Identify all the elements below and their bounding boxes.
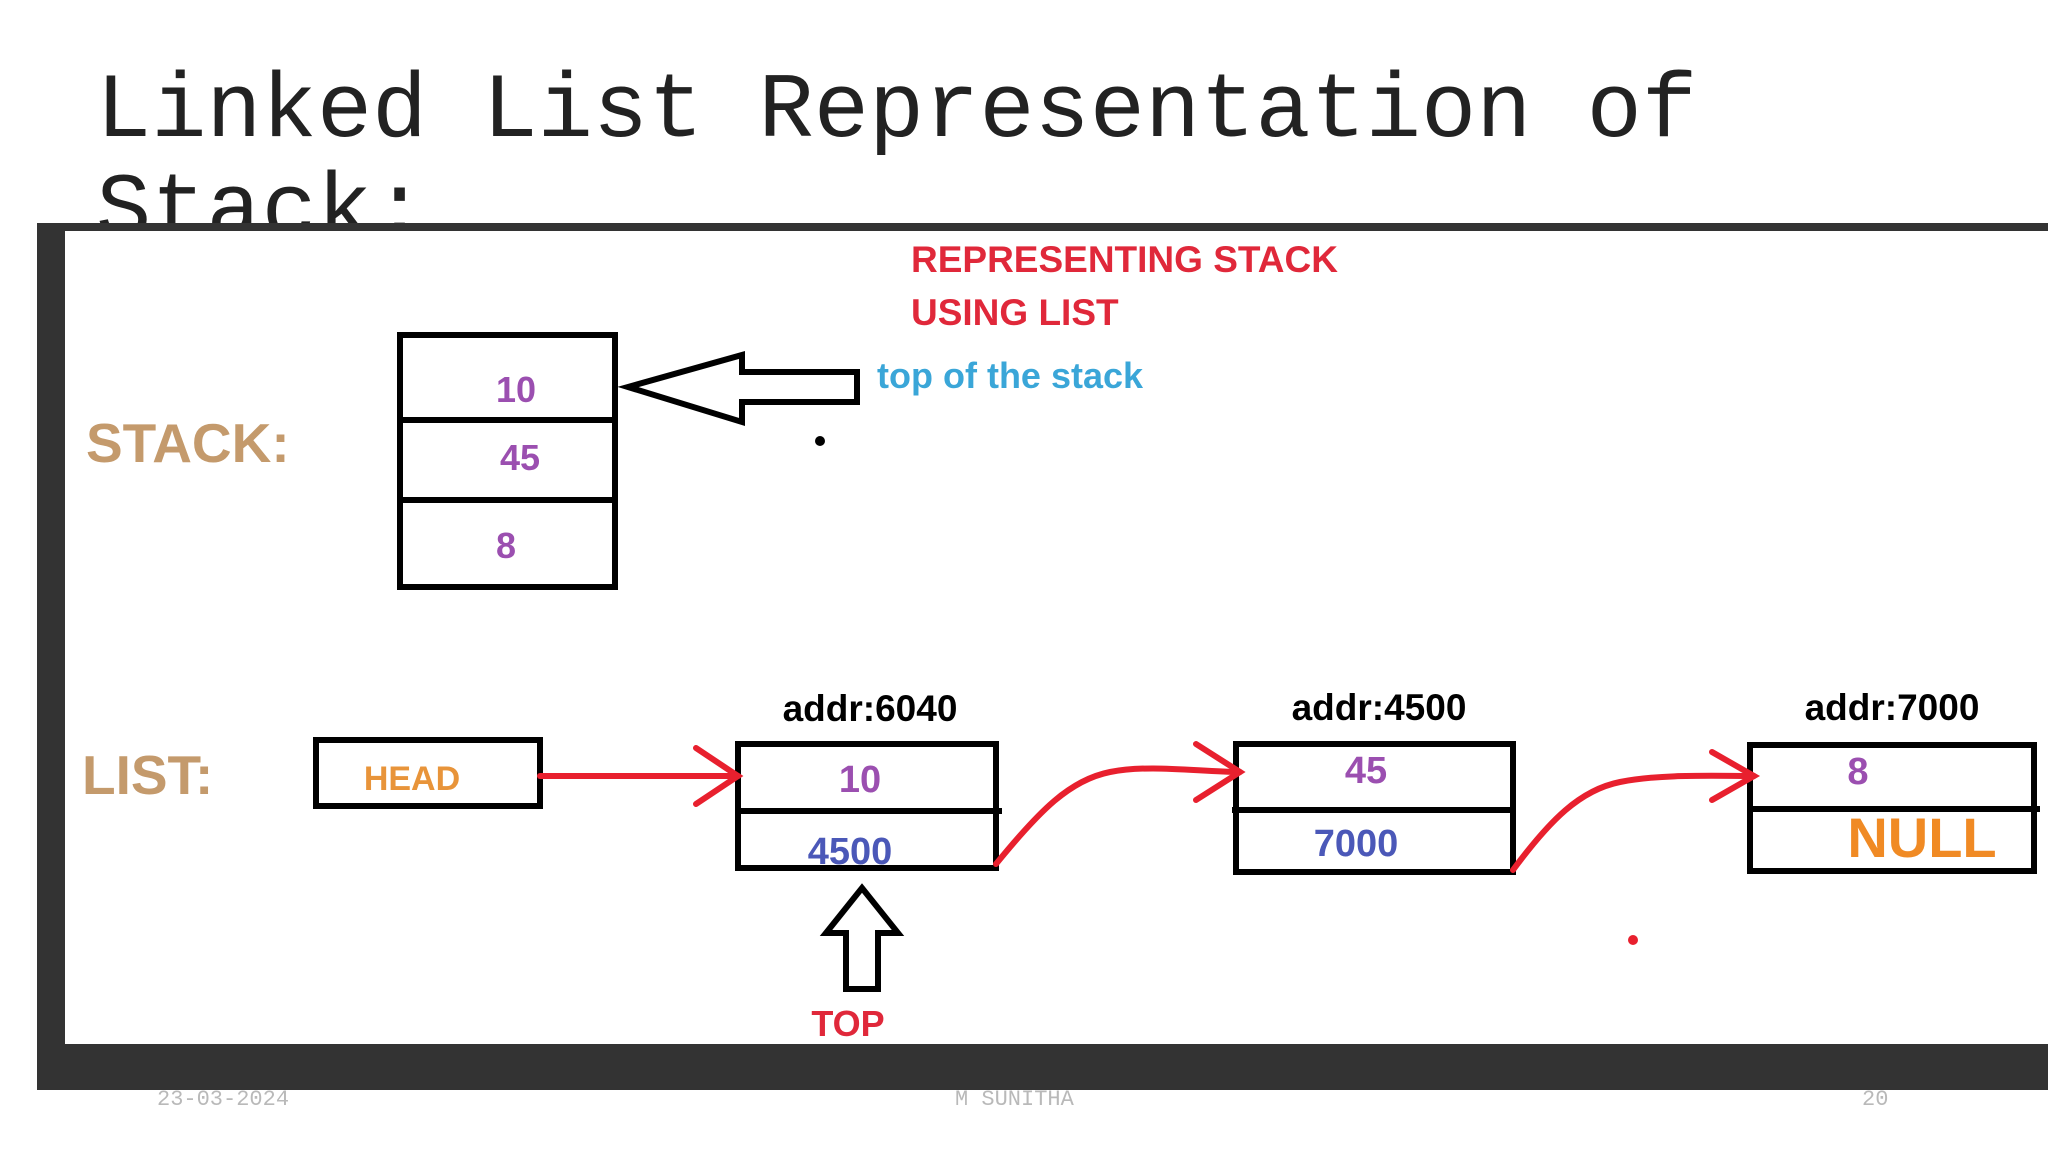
red-dot-mark <box>1628 935 1638 945</box>
stack-box <box>397 332 618 590</box>
footer-page-number: 20 <box>1862 1087 1889 1112</box>
node-1-next: 4500 <box>808 831 893 873</box>
head-label: HEAD <box>364 760 460 798</box>
top-pointer-arrow-icon <box>819 883 905 992</box>
stack-value-2: 8 <box>496 525 516 566</box>
top-of-stack-label: top of the stack <box>877 355 1144 396</box>
node-1-data: 10 <box>839 759 881 801</box>
node-1-to-node-2-arrow <box>993 741 1246 867</box>
node-2-next: 7000 <box>1314 823 1399 865</box>
dot-mark <box>815 436 825 446</box>
node-1-box <box>735 741 1002 871</box>
footer-date: 23-03-2024 <box>157 1087 290 1112</box>
head-to-node-1-arrow <box>537 745 744 807</box>
node-3-next: NULL <box>1847 806 1996 869</box>
node-3-data: 8 <box>1847 751 1868 793</box>
stack-label: STACK: <box>86 412 290 474</box>
top-of-stack-arrow-icon <box>617 351 860 427</box>
top-label: TOP <box>811 1003 884 1044</box>
diagram-heading-line1: REPRESENTING STACK <box>911 239 1338 280</box>
stack-value-1: 45 <box>500 437 540 478</box>
node-2-to-node-3-arrow <box>1510 749 1761 873</box>
diagram-canvas <box>65 231 2048 1044</box>
node-3-box <box>1747 742 2040 874</box>
footer-author: M SUNITHA <box>955 1087 1074 1112</box>
node-1-address: addr:6040 <box>783 688 958 729</box>
slide-title: Linked List Representation of Stack: <box>96 59 1698 264</box>
node-2-box <box>1232 741 1516 875</box>
node-2-data: 45 <box>1345 750 1387 792</box>
node-2-address: addr:4500 <box>1292 687 1467 728</box>
list-label: LIST: <box>82 744 213 806</box>
stack-value-0: 10 <box>496 369 536 410</box>
diagram-heading-line2: USING LIST <box>911 292 1119 333</box>
node-3-address: addr:7000 <box>1805 687 1980 728</box>
